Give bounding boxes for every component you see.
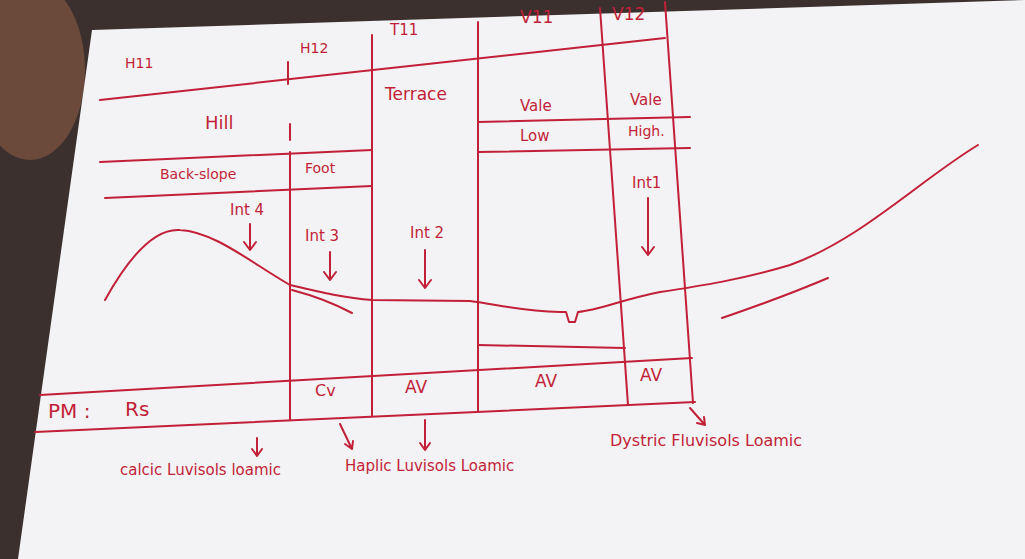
table-cell: AV [535, 372, 557, 392]
table-cell: Vale [520, 98, 552, 115]
table-cell: H12 [300, 40, 328, 56]
table-cell: Dystric Fluvisols Loamic [610, 432, 802, 450]
column-line [600, 8, 628, 405]
table-cell: V12 [612, 5, 645, 25]
row-line [478, 117, 690, 122]
table-cell: Terrace [385, 85, 447, 105]
down-arrow [642, 198, 654, 255]
down-arrow [419, 250, 431, 288]
table-cell: Low [520, 128, 550, 145]
column-line [289, 124, 291, 140]
table-cell: AV [405, 378, 427, 398]
table-cell: High. [628, 123, 665, 139]
column-line [371, 35, 373, 416]
row-line [105, 186, 372, 198]
leader-arrow [420, 420, 430, 450]
terrain-profile [722, 278, 828, 318]
leader-arrow [690, 408, 705, 425]
table-cell: Int 4 [230, 202, 264, 219]
table-cell: Vale [630, 92, 662, 109]
table-cell: T11 [390, 22, 418, 39]
table-cell: H11 [125, 55, 153, 71]
terrain-profile [292, 290, 352, 313]
table-cell: calcic Luvisols loamic [120, 462, 281, 479]
table-cell: Cv [315, 382, 336, 400]
table-cell: PM : [48, 400, 90, 423]
column-line [287, 62, 289, 84]
table-cell: Hill [205, 113, 234, 134]
leader-arrow [252, 438, 262, 456]
table-cell: Haplic Luvisols Loamic [345, 458, 514, 475]
table-cell: Int1 [632, 175, 661, 192]
hand-shadow [0, 0, 85, 160]
down-arrow [244, 224, 256, 250]
row-line [478, 345, 625, 348]
table-cell: Int 2 [410, 225, 444, 242]
table-cell: Rs [125, 398, 149, 421]
column-line [665, 2, 693, 403]
table-cell: Int 3 [305, 228, 339, 245]
column-line [477, 22, 479, 411]
table-cell: Back-slope [160, 166, 236, 182]
row-line [478, 148, 690, 152]
row-line [40, 358, 692, 395]
terrain-profile [105, 145, 978, 322]
leader-arrow [340, 424, 353, 449]
down-arrow [324, 252, 336, 280]
table-cell: AV [640, 366, 662, 386]
table-cell: Foot [305, 160, 335, 176]
paper-sheet [18, 0, 1025, 559]
row-line [100, 38, 665, 100]
table-cell: V11 [520, 8, 553, 28]
